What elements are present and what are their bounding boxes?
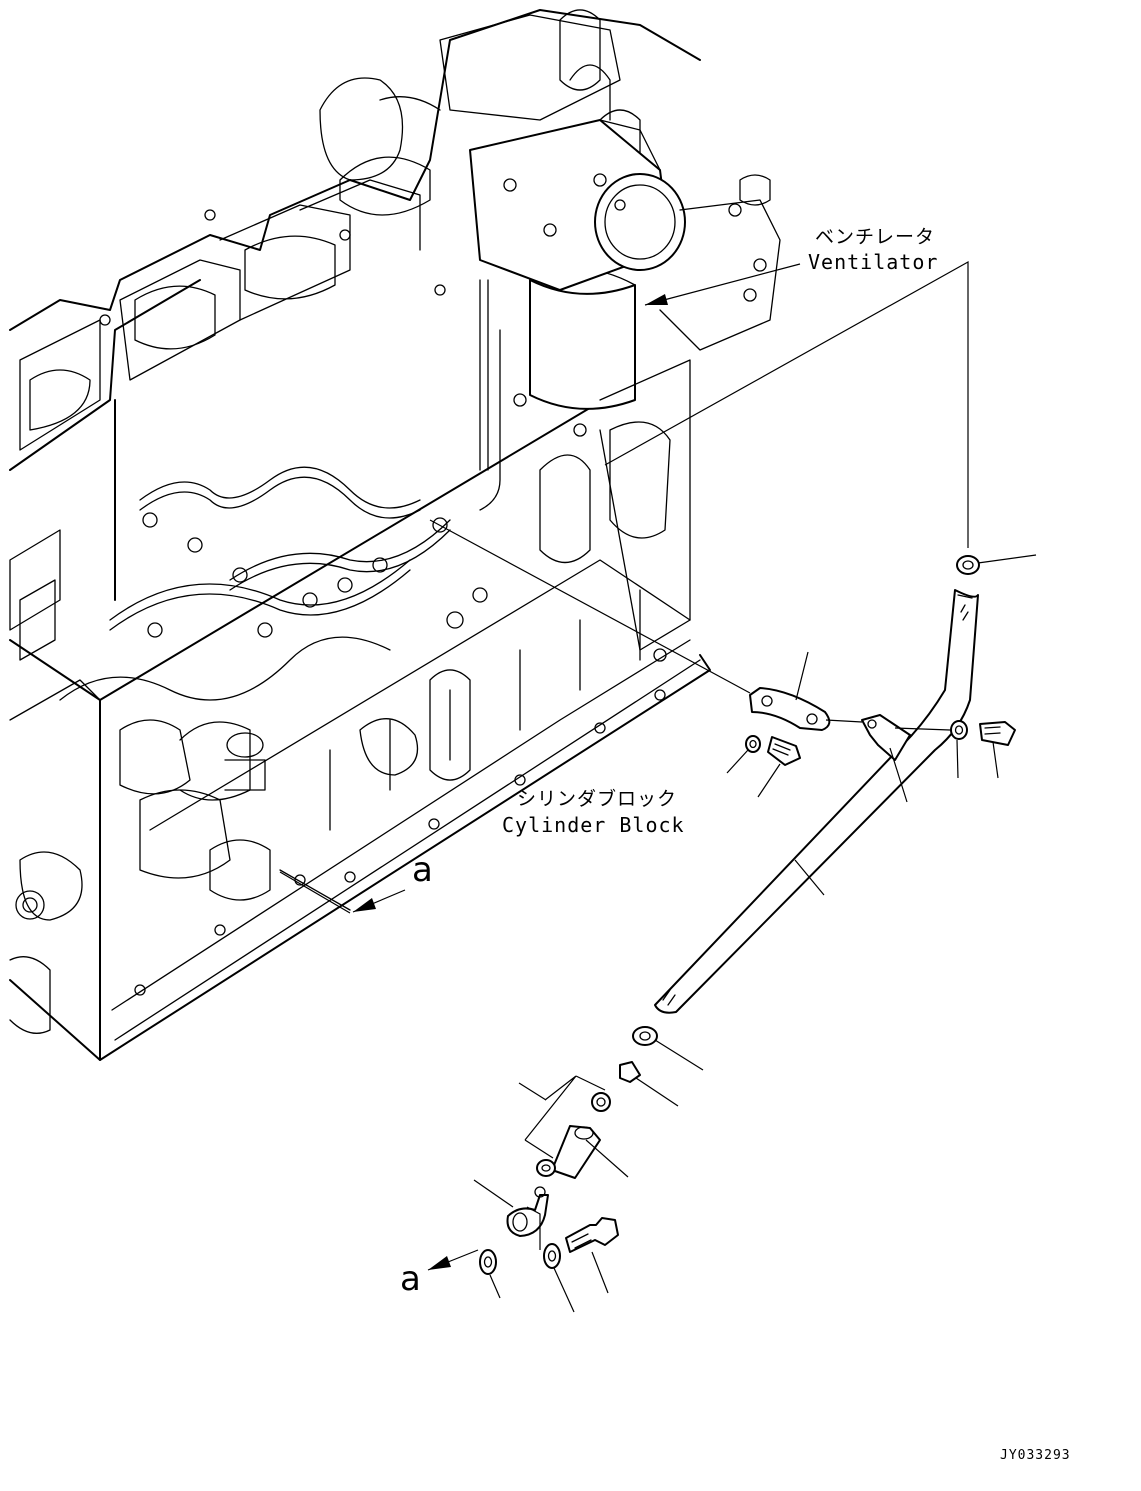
gasket-right xyxy=(543,1243,561,1269)
connector-nipple xyxy=(619,1061,641,1083)
view-ref-a-upper: a xyxy=(412,850,433,890)
bolt-upper-left xyxy=(767,736,801,766)
washer-upper-left xyxy=(745,735,761,753)
hose-clip-lower xyxy=(632,1026,658,1046)
engine-block-illustration xyxy=(9,9,781,1061)
washer-upper-right xyxy=(950,720,968,740)
breather-hose-assembly xyxy=(479,555,1016,1275)
supply-pump-illustration xyxy=(119,719,271,901)
banjo-fitting xyxy=(506,1194,549,1237)
gasket-left xyxy=(479,1249,497,1275)
ventilator-label-en: Ventilator xyxy=(808,250,939,274)
hose-clip-top xyxy=(956,555,980,575)
cylinder-block-label-en: Cylinder Block xyxy=(502,813,685,837)
banjo-bolt xyxy=(565,1217,619,1253)
drawing-code: JY033293 xyxy=(1000,1448,1071,1463)
hose-clamp-band xyxy=(861,714,911,761)
view-ref-a-lower: a xyxy=(400,1259,421,1299)
ventilator-illustration xyxy=(469,64,686,410)
injector-fittings xyxy=(99,209,587,638)
block-bolts xyxy=(134,648,667,996)
cylinder-block-label-jp: シリンダブロック xyxy=(517,788,678,810)
breather-hose xyxy=(654,589,979,1014)
mounting-bracket xyxy=(749,687,831,731)
ventilator-label-jp: ベンチレータ xyxy=(815,226,936,248)
leader-lines xyxy=(279,260,1037,1313)
